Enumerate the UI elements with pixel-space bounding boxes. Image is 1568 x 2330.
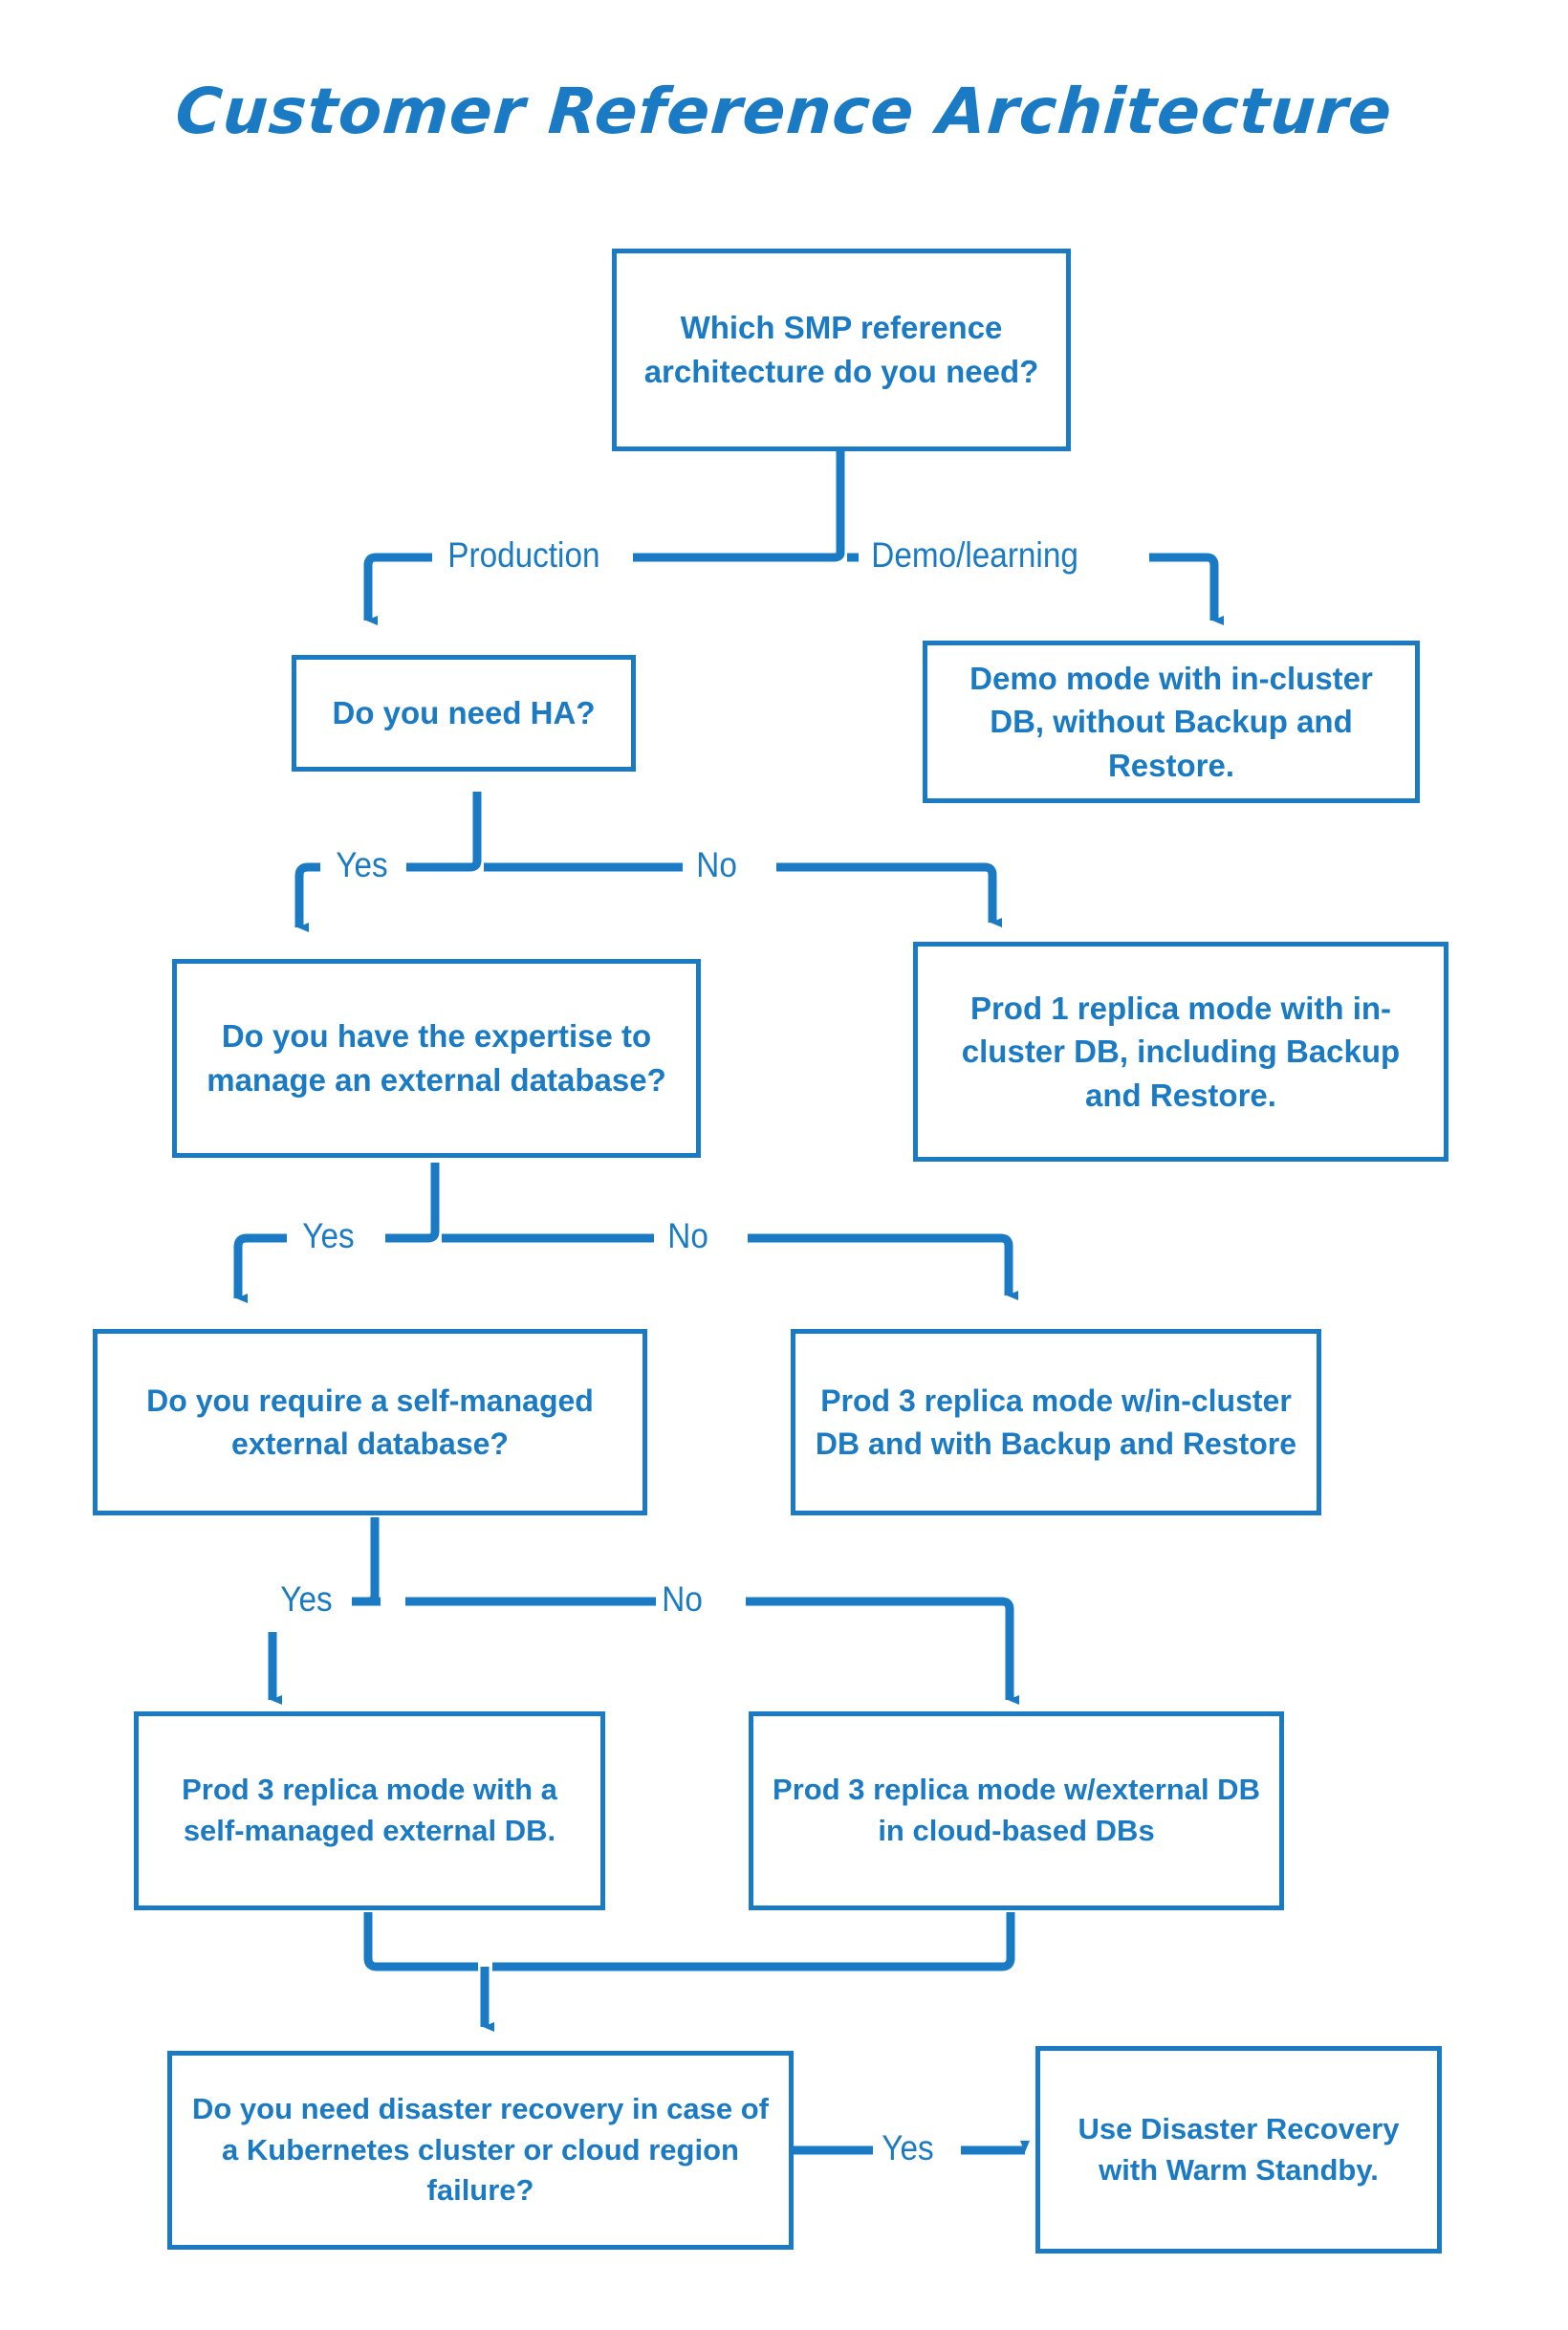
node-outcome-prod3-selfmanaged[interactable]: Prod 3 replica mode with a self-managed …: [134, 1711, 605, 1910]
edge-label-self-no: No: [656, 1581, 709, 1617]
edge-label-ha-yes: Yes: [330, 847, 394, 882]
node-disaster-recovery-text: Do you need disaster recovery in case of…: [191, 2091, 770, 2208]
node-prod3-selfmanaged-text: Prod 3 replica mode with a self-managed …: [182, 1773, 557, 1847]
edge-exp-no-down: [748, 1233, 1018, 1300]
edge-merge-left: [363, 1912, 478, 1971]
node-outcome-prod1[interactable]: Prod 1 replica mode with in-cluster DB, …: [913, 942, 1448, 1162]
node-outcome-disaster-recovery[interactable]: Use Disaster Recovery with Warm Standby.: [1035, 2046, 1442, 2254]
node-ha-text: Do you need HA?: [332, 695, 596, 731]
edge-merge-right: [492, 1912, 1015, 1971]
edge-self-no-down: [746, 1597, 1019, 1705]
edge-label-production: Production: [442, 537, 606, 573]
node-expertise-text: Do you have the expertise to manage an e…: [207, 1018, 666, 1098]
edge-exp-stem: [385, 1163, 440, 1243]
node-prod1-text: Prod 1 replica mode with in-cluster DB, …: [961, 990, 1401, 1113]
node-outcome-prod3-cloud[interactable]: Prod 3 replica mode w/external DB in clo…: [749, 1711, 1284, 1910]
edge-ha-yes-down: [294, 862, 320, 932]
node-question-root[interactable]: Which SMP reference architecture do you …: [612, 249, 1071, 451]
node-root-text: Which SMP reference architecture do you …: [643, 310, 1039, 389]
edge-self-stem: [356, 1517, 380, 1606]
node-outcome-prod3-incluster[interactable]: Prod 3 replica mode w/in-cluster DB and …: [791, 1329, 1321, 1515]
edge-label-self-yes: Yes: [274, 1581, 338, 1617]
node-question-self-managed[interactable]: Do you require a self-managed external d…: [93, 1329, 647, 1515]
node-outcome-demo[interactable]: Demo mode with in-cluster DB, without Ba…: [923, 641, 1420, 803]
node-prod3-incluster-text: Prod 3 replica mode w/in-cluster DB and …: [815, 1383, 1297, 1461]
node-question-disaster-recovery[interactable]: Do you need disaster recovery in case of…: [167, 2051, 794, 2250]
node-demo-text: Demo mode with in-cluster DB, without Ba…: [969, 660, 1373, 783]
edge-label-demo-learning: Demo/learning: [865, 537, 1085, 573]
node-self-managed-text: Do you require a self-managed external d…: [146, 1383, 594, 1461]
node-question-expertise[interactable]: Do you have the expertise to manage an e…: [172, 959, 701, 1158]
edge-ha-stem: [406, 792, 482, 872]
edge-label-dr-yes: Yes: [876, 2130, 940, 2166]
edge-label-expertise-yes: Yes: [296, 1218, 360, 1253]
edge-label-ha-no: No: [690, 847, 744, 882]
edge-exp-yes-down: [233, 1233, 287, 1303]
edge-root-demo-down: [1149, 553, 1224, 625]
page-title: Customer Reference Architecture: [173, 75, 1395, 148]
node-prod3-cloud-text: Prod 3 replica mode w/external DB in clo…: [773, 1773, 1260, 1847]
edge-root-production-h: [633, 548, 845, 562]
node-dr-outcome-text: Use Disaster Recovery with Warm Standby.: [1078, 2111, 1400, 2187]
edge-ha-no-down: [776, 862, 1002, 927]
edge-label-expertise-no: No: [662, 1218, 715, 1253]
edge-root-production-down: [363, 553, 432, 625]
node-question-ha[interactable]: Do you need HA?: [292, 655, 636, 772]
